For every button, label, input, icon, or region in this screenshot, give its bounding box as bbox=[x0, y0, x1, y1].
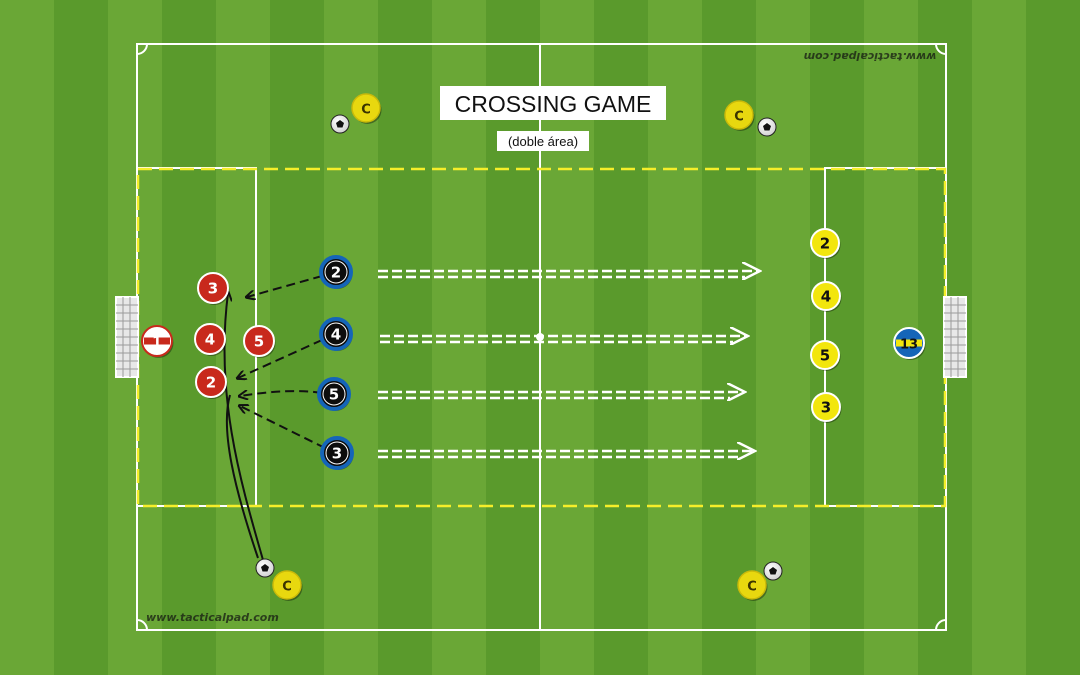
crosser-player-label: C bbox=[361, 103, 371, 118]
blue-player-label: 5 bbox=[329, 386, 339, 404]
red-player-disc bbox=[197, 272, 229, 304]
blue-goalkeeper-band bbox=[896, 339, 922, 347]
blue-player-ring bbox=[322, 382, 346, 406]
crosser-player-label: C bbox=[734, 110, 744, 125]
watermark-bottom: www.tacticalpad.com bbox=[146, 611, 279, 624]
red-player[interactable]: 2 bbox=[195, 366, 228, 399]
ball-icon[interactable] bbox=[763, 561, 783, 581]
yellow-player-disc bbox=[810, 340, 840, 370]
yellow-player-disc bbox=[810, 228, 840, 258]
yellow-player-label: 3 bbox=[821, 399, 831, 417]
crosser-player-disc bbox=[351, 93, 381, 123]
blue-player-ring bbox=[324, 322, 348, 346]
red-player-label: 5 bbox=[254, 333, 264, 351]
ball-patch bbox=[769, 567, 777, 575]
blue-player-label: 3 bbox=[332, 445, 342, 463]
blue-player[interactable]: 3 bbox=[320, 436, 354, 470]
ball-icon[interactable] bbox=[255, 558, 275, 578]
yellow-player-label: 2 bbox=[820, 235, 830, 253]
crosser-player[interactable]: C bbox=[737, 570, 768, 601]
red-player[interactable]: 5 bbox=[243, 325, 276, 358]
mark-arrow-1 bbox=[247, 275, 323, 297]
red-player-label: 4 bbox=[205, 331, 215, 349]
mark-arrow-2 bbox=[238, 339, 323, 378]
red-goalkeeper-label: 1 bbox=[152, 335, 162, 351]
mark-arrow-3 bbox=[240, 391, 323, 396]
yellow-player-disc bbox=[811, 281, 841, 311]
blue-goalkeeper[interactable]: 13 bbox=[893, 327, 926, 360]
crosser-player[interactable]: C bbox=[351, 93, 382, 124]
run-arrows bbox=[378, 271, 760, 457]
yellow-player[interactable]: 2 bbox=[810, 228, 841, 259]
corner-arc-br bbox=[935, 619, 947, 631]
red-player-disc bbox=[194, 323, 226, 355]
yellow-player[interactable]: 5 bbox=[810, 340, 841, 371]
red-goalkeeper[interactable]: 1 bbox=[141, 325, 174, 358]
crosser-player[interactable]: C bbox=[724, 100, 755, 131]
corner-arc-tl bbox=[136, 43, 148, 55]
red-player-disc bbox=[195, 366, 227, 398]
title: CROSSING GAME bbox=[455, 91, 652, 117]
blue-goalkeeper-label: 13 bbox=[900, 338, 918, 353]
grass-stripe bbox=[756, 0, 810, 675]
grass-stripe bbox=[378, 0, 432, 675]
yellow-player-label: 5 bbox=[820, 347, 830, 365]
corner-arc-tr bbox=[935, 43, 947, 55]
red-player-label: 2 bbox=[206, 374, 216, 392]
blue-player[interactable]: 5 bbox=[317, 377, 351, 411]
ball-icon[interactable] bbox=[757, 117, 777, 137]
mark-arrow-4 bbox=[240, 406, 326, 449]
cross-trajectory bbox=[224, 293, 264, 561]
marking-arrows bbox=[238, 275, 326, 449]
blue-player-label: 2 bbox=[331, 264, 341, 282]
title-box: CROSSING GAME bbox=[440, 86, 666, 120]
red-player-disc bbox=[243, 325, 275, 357]
grass-stripe bbox=[0, 0, 54, 675]
right-goal bbox=[943, 296, 967, 378]
blue-player[interactable]: 4 bbox=[319, 317, 353, 351]
grass-stripe bbox=[270, 0, 324, 675]
crosser-player[interactable]: C bbox=[272, 570, 303, 601]
crosser-player-disc bbox=[724, 100, 754, 130]
cross-trajectory-2 bbox=[225, 394, 259, 559]
crosser-player-disc bbox=[737, 570, 767, 600]
yellow-player[interactable]: 3 bbox=[811, 392, 842, 423]
grass-stripe bbox=[1026, 0, 1080, 675]
crosser-player-label: C bbox=[282, 580, 292, 595]
ball-patch bbox=[336, 120, 344, 128]
blue-player-ring bbox=[324, 260, 348, 284]
blue-player-label: 4 bbox=[331, 326, 341, 344]
grass-stripe bbox=[810, 0, 864, 675]
blue-player[interactable]: 2 bbox=[319, 255, 353, 289]
yellow-player[interactable]: 4 bbox=[811, 281, 842, 312]
red-goalkeeper-band bbox=[144, 337, 170, 345]
crosser-player-disc bbox=[272, 570, 302, 600]
red-player[interactable]: 4 bbox=[194, 323, 227, 356]
corner-arc-bl bbox=[136, 619, 148, 631]
ball-patch bbox=[261, 564, 269, 572]
yellow-player-disc bbox=[811, 392, 841, 422]
ball-icon[interactable] bbox=[330, 114, 350, 134]
grass-stripe bbox=[972, 0, 1026, 675]
ball-patch bbox=[763, 123, 771, 131]
subtitle: (doble área) bbox=[508, 134, 578, 149]
subtitle-box: (doble área) bbox=[497, 131, 589, 151]
red-player[interactable]: 3 bbox=[197, 272, 230, 305]
yellow-player-label: 4 bbox=[821, 288, 831, 306]
crosser-player-label: C bbox=[747, 580, 757, 595]
watermark-top: www.tacticalpad.com bbox=[804, 50, 937, 63]
red-player-label: 3 bbox=[208, 280, 218, 298]
left-goal bbox=[115, 296, 139, 378]
grass-stripe bbox=[54, 0, 108, 675]
blue-player-ring bbox=[325, 441, 349, 465]
